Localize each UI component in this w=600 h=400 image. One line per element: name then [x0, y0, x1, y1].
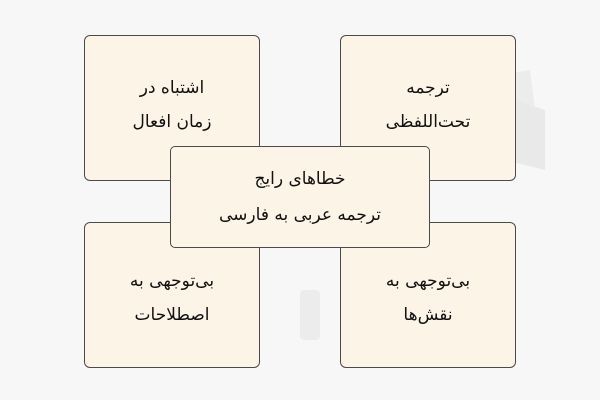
box-label-line2: اصطلاحات	[134, 305, 210, 325]
box-label-line2: زمان افعال	[132, 112, 212, 132]
box-label-line2: تحت‌اللفظی	[385, 112, 471, 132]
box-label-line1: ترجمه	[406, 78, 450, 98]
center-box-title: خطاهای رایج ترجمه عربی به فارسی	[170, 146, 430, 248]
center-title-line1: خطاهای رایج	[254, 169, 346, 189]
box-label-line1: بی‌توجهی به	[129, 271, 215, 291]
box-label-line2: نقش‌ها	[403, 305, 453, 325]
center-title-line2: ترجمه عربی به فارسی	[219, 205, 381, 225]
box-label-line1: اشتباه در	[139, 78, 205, 98]
box-label-line1: بی‌توجهی به	[385, 271, 471, 291]
